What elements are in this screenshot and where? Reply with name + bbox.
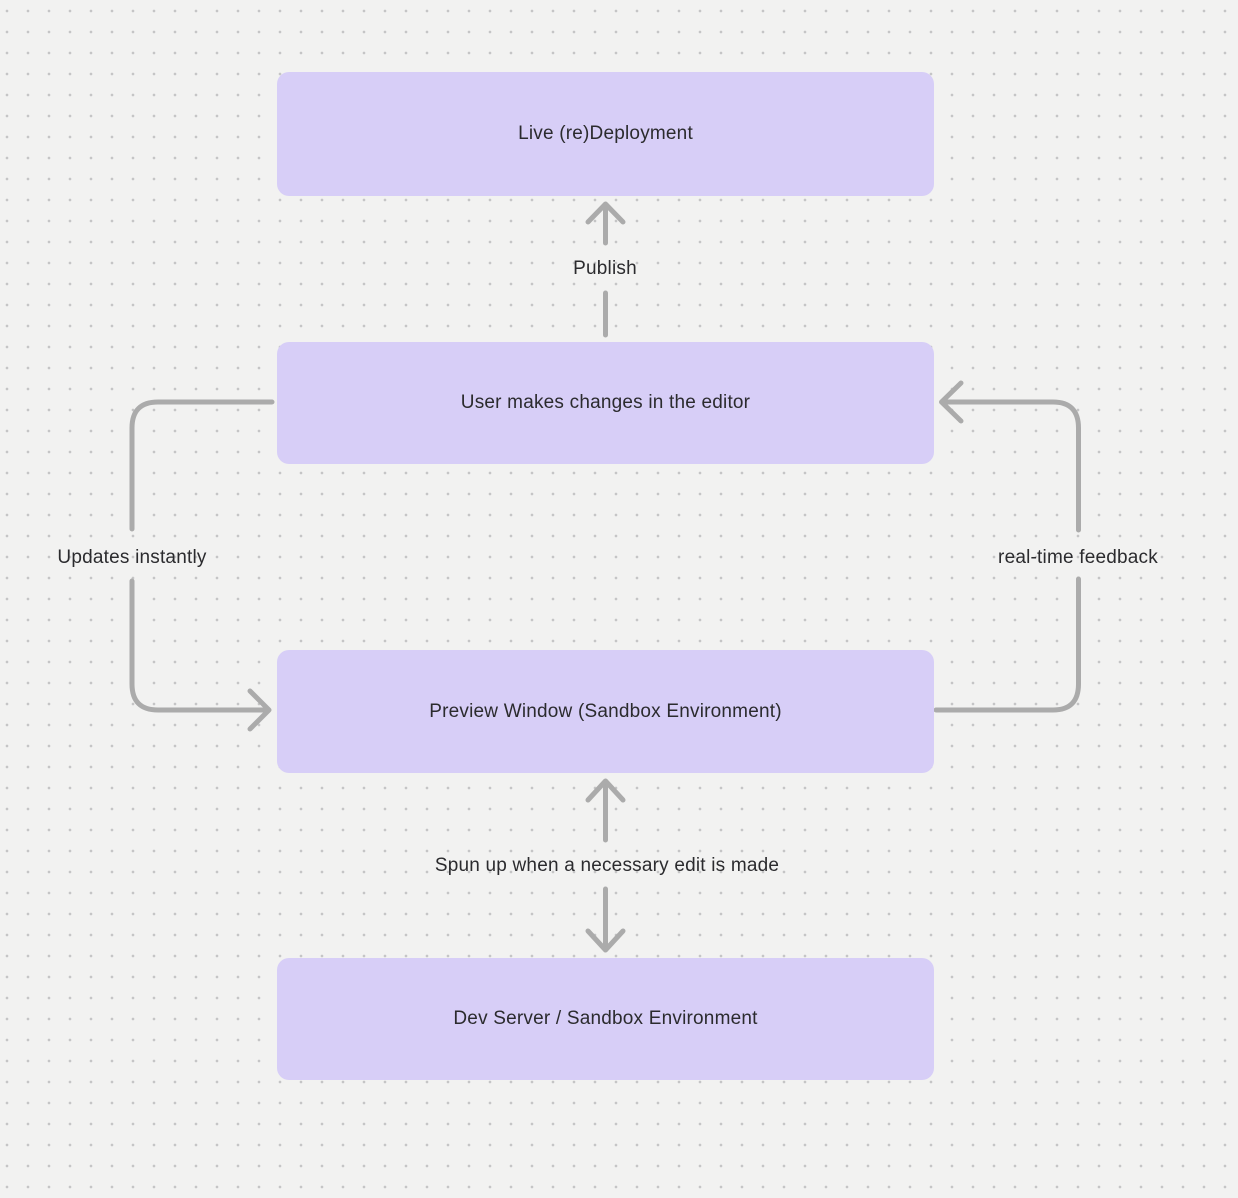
node-user-editor[interactable]: User makes changes in the editor — [277, 342, 934, 464]
edge-label-updates-instantly: Updates instantly — [57, 547, 207, 568]
node-label: User makes changes in the editor — [460, 392, 751, 413]
edge-label-publish: Publish — [573, 258, 637, 279]
updates-instantly-connector — [129, 399, 275, 732]
node-preview-window[interactable]: Preview Window (Sandbox Environment) — [277, 650, 934, 773]
arrowhead-up-icon — [585, 201, 626, 225]
publish-arrow — [585, 201, 626, 338]
node-label: Preview Window (Sandbox Environment) — [429, 700, 782, 722]
arrowhead-right-icon — [247, 688, 272, 732]
node-label: Dev Server / Sandbox Environment — [453, 1008, 758, 1029]
arrowhead-down-icon — [585, 928, 626, 953]
node-label: Live (re)Deployment — [518, 123, 693, 144]
edge-label-real-time-feedback: real-time feedback — [998, 547, 1158, 568]
node-dev-server[interactable]: Dev Server / Sandbox Environment — [277, 958, 934, 1080]
edge-label-spun-up: Spun up when a necessary edit is made — [434, 855, 780, 876]
arrowhead-up-icon — [585, 778, 626, 803]
node-live-redeployment[interactable]: Live (re)Deployment — [277, 72, 934, 196]
spun-up-connector — [585, 778, 626, 953]
real-time-feedback-connector — [933, 380, 1081, 713]
arrowhead-left-icon — [939, 380, 964, 424]
